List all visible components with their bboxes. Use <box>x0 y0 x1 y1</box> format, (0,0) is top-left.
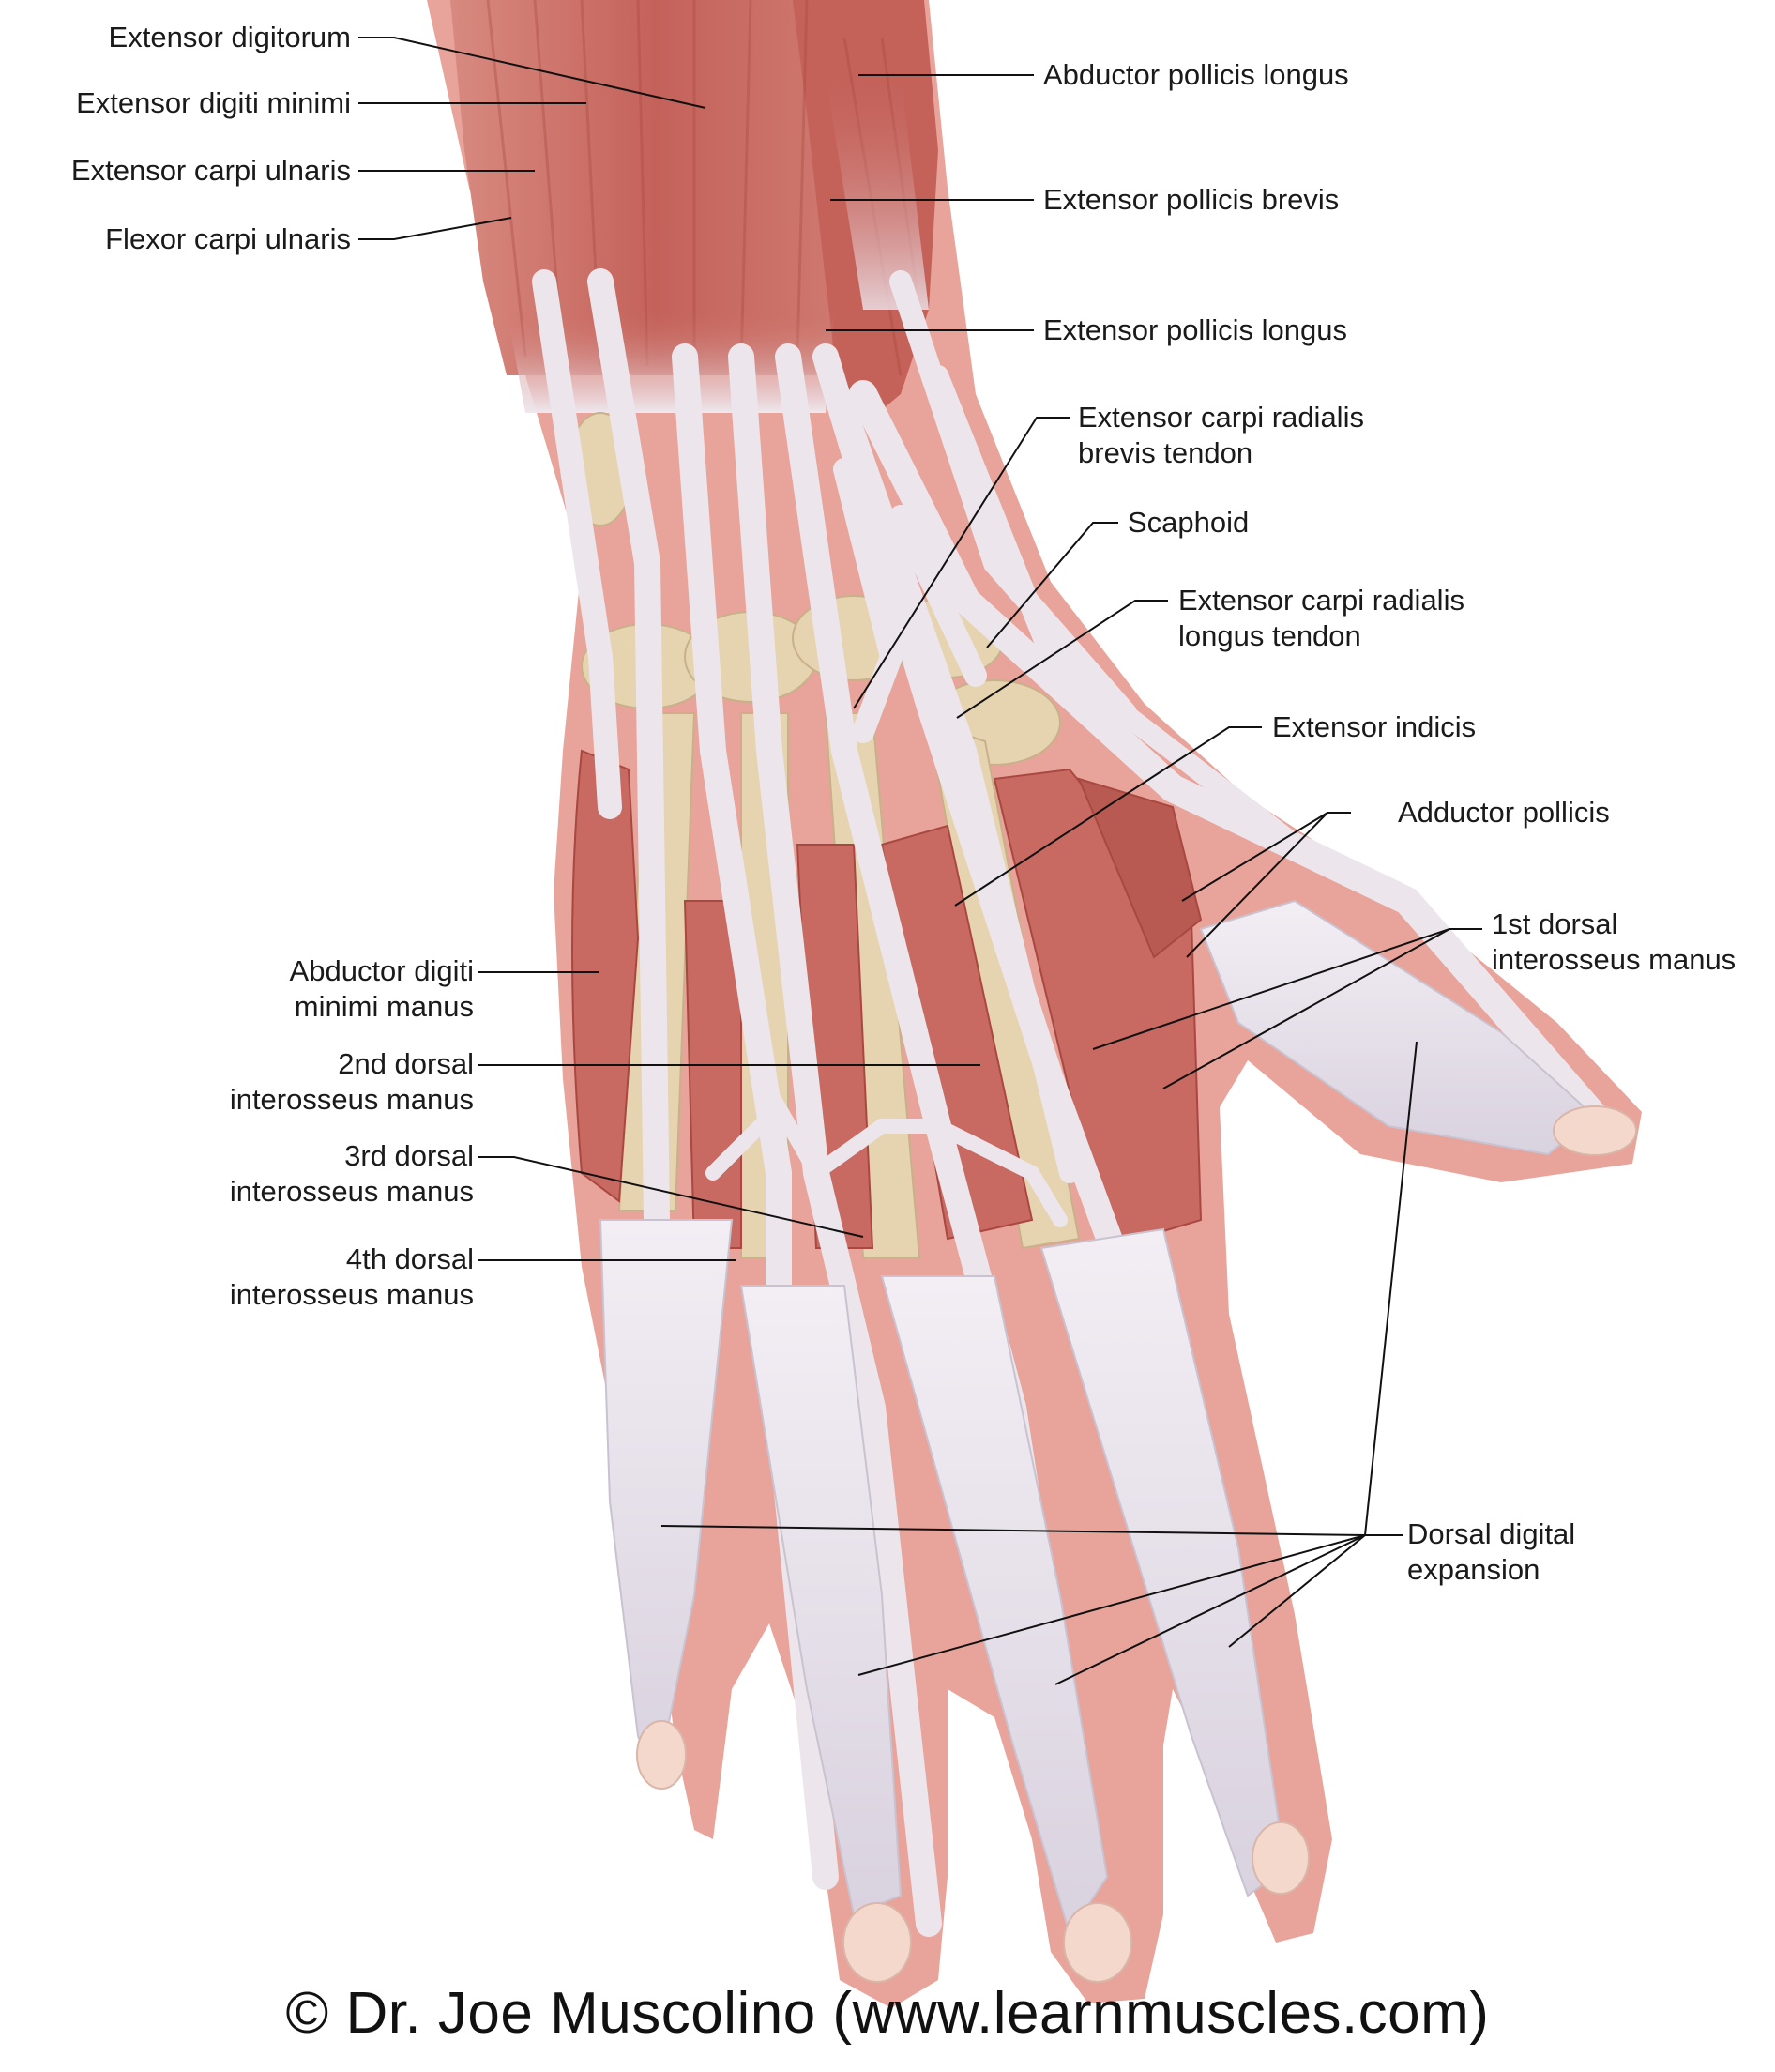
label-second-dorsal-interosseus: 2nd dorsal interosseus manus <box>230 1046 474 1118</box>
label-second-dorsal-line1: 2nd dorsal <box>338 1047 474 1080</box>
leader-lines <box>358 37 1482 1685</box>
label-flexor-carpi-ulnaris: Flexor carpi ulnaris <box>105 222 351 255</box>
label-third-dorsal-line2: interosseus manus <box>229 1175 474 1208</box>
label-fourth-dorsal-line2: interosseus manus <box>229 1278 474 1311</box>
label-first-dorsal-interosseus: 1st dorsal interosseus manus <box>1492 906 1736 978</box>
label-abductor-pollicis-longus: Abductor pollicis longus <box>1043 58 1349 91</box>
label-adm-line1: Abductor digiti <box>289 954 474 987</box>
copyright-notice: © Dr. Joe Muscolino (www.learnmuscles.co… <box>285 1981 1490 2046</box>
label-extensor-digiti-minimi: Extensor digiti minimi <box>76 86 351 119</box>
finger-nails <box>636 1105 1637 1983</box>
label-fourth-dorsal-interosseus: 4th dorsal interosseus manus <box>230 1242 474 1313</box>
label-ecrb-line2: brevis tendon <box>1078 436 1253 469</box>
label-dde-line2: expansion <box>1407 1553 1540 1586</box>
label-extensor-pollicis-brevis: Extensor pollicis brevis <box>1043 183 1340 216</box>
label-second-dorsal-line2: interosseus manus <box>229 1083 474 1116</box>
label-first-dorsal-line1: 1st dorsal <box>1492 907 1618 940</box>
label-ecrb-tendon: Extensor carpi radialis brevis tendon <box>1078 400 1364 471</box>
label-ecrl-tendon: Extensor carpi radialis longus tendon <box>1178 583 1464 654</box>
label-dde-line1: Dorsal digital <box>1407 1517 1576 1550</box>
label-scaphoid: Scaphoid <box>1128 506 1250 539</box>
label-adm-line2: minimi manus <box>294 990 474 1023</box>
label-fourth-dorsal-line1: 4th dorsal <box>345 1242 474 1275</box>
label-extensor-digitorum: Extensor digitorum <box>108 21 351 53</box>
label-third-dorsal-interosseus: 3rd dorsal interosseus manus <box>230 1138 474 1210</box>
label-adductor-pollicis: Adductor pollicis <box>1398 796 1610 829</box>
label-ecrl-line1: Extensor carpi radialis <box>1178 584 1464 617</box>
label-abductor-digiti-minimi: Abductor digiti minimi manus <box>290 953 474 1025</box>
label-extensor-indicis: Extensor indicis <box>1272 710 1477 743</box>
label-extensor-carpi-ulnaris: Extensor carpi ulnaris <box>70 154 351 187</box>
label-dorsal-digital-expansion: Dorsal digital expansion <box>1407 1516 1575 1588</box>
label-ecrl-line2: longus tendon <box>1178 619 1361 652</box>
label-extensor-pollicis-longus: Extensor pollicis longus <box>1043 313 1347 346</box>
label-ecrb-line1: Extensor carpi radialis <box>1078 401 1364 434</box>
label-first-dorsal-line2: interosseus manus <box>1492 943 1737 976</box>
label-third-dorsal-line1: 3rd dorsal <box>344 1139 474 1172</box>
